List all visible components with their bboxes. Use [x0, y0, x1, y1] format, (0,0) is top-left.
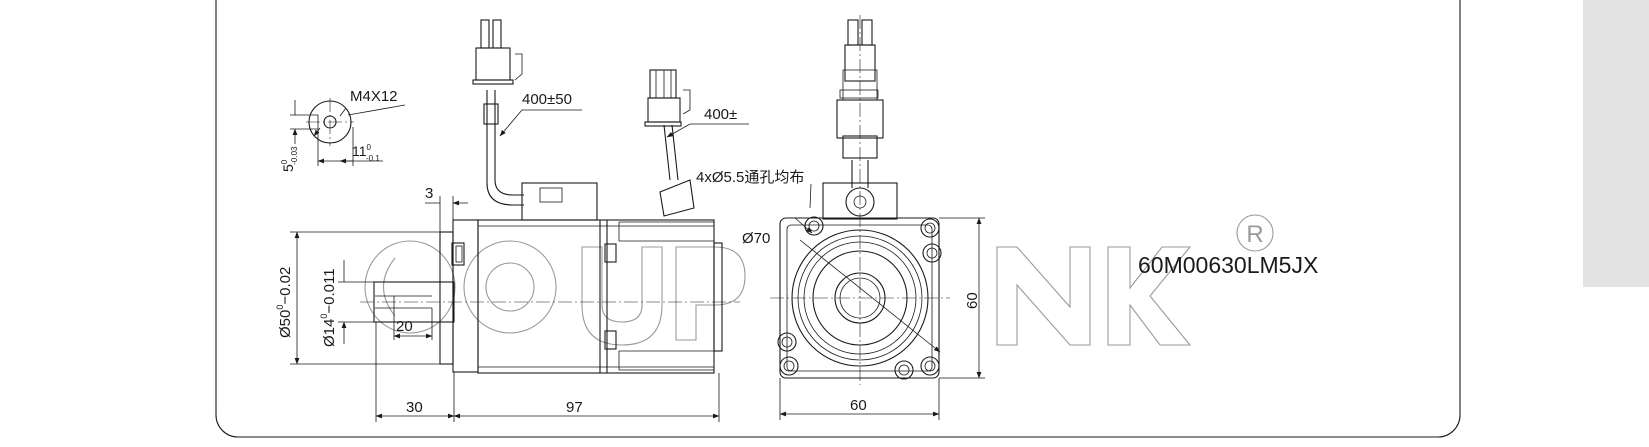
watermark-letter-o [463, 240, 557, 334]
motor-body [477, 219, 715, 374]
mount-hole-bl [777, 332, 797, 352]
shaft-length-label: 30 [406, 399, 423, 416]
mount-holes-label: 4xØ5.5通孔均布 [696, 169, 804, 186]
mount-hole-tl [804, 216, 824, 236]
drawing-frame [215, 0, 1461, 438]
power-cable [486, 90, 524, 206]
motor-side-view [360, 19, 740, 374]
bolt-circle-label: Ø70 [742, 230, 770, 247]
pilot-boss [439, 231, 454, 365]
key-length-label: 20 [396, 318, 413, 335]
flange-width-label: 60 [850, 397, 867, 414]
watermark-letter-n [996, 246, 1091, 346]
cable1-length-label: 400±50 [522, 91, 572, 108]
key-width-label: 50-0.03 [280, 146, 299, 172]
registered-mark-circle [1236, 214, 1274, 252]
model-number: 60M00630LM5JX [1138, 252, 1318, 278]
front-dimensions: 4xØ5.5通孔均布 Ø70 60 60 [696, 169, 985, 420]
mount-hole-tr [920, 218, 940, 238]
encoder-cable [663, 124, 679, 181]
watermark-letter-k [1107, 246, 1192, 346]
motor-front-view [770, 15, 950, 385]
body-length-label: 97 [566, 399, 583, 416]
watermark-letter-u [581, 246, 663, 346]
flange-height-label: 60 [964, 292, 981, 309]
side-panel [1583, 0, 1649, 287]
pilot-diameter-label: Ø500−0.02 [275, 267, 294, 338]
encoder-box [521, 182, 598, 221]
key-depth-label: 110-0.1 [352, 143, 380, 163]
thread-label: M4X12 [350, 88, 398, 105]
registered-mark: R [1246, 221, 1263, 248]
shaft-diameter-label: Ø140−0.011 [319, 268, 338, 347]
watermark-letter-c [364, 240, 456, 334]
watermark-letter-p [675, 246, 746, 341]
cable2-length-label: 400± [704, 106, 737, 123]
flange-thickness-label: 3 [425, 185, 433, 202]
watermark: R [364, 214, 1274, 346]
mount-hole-br [894, 360, 914, 380]
shaft-detail-view: M4X12 50-0.03 110-0.1 [280, 88, 406, 172]
side-dimensions: 400±50 400± 3 Ø500−0.02 Ø140−0.011 20 30… [275, 91, 749, 422]
